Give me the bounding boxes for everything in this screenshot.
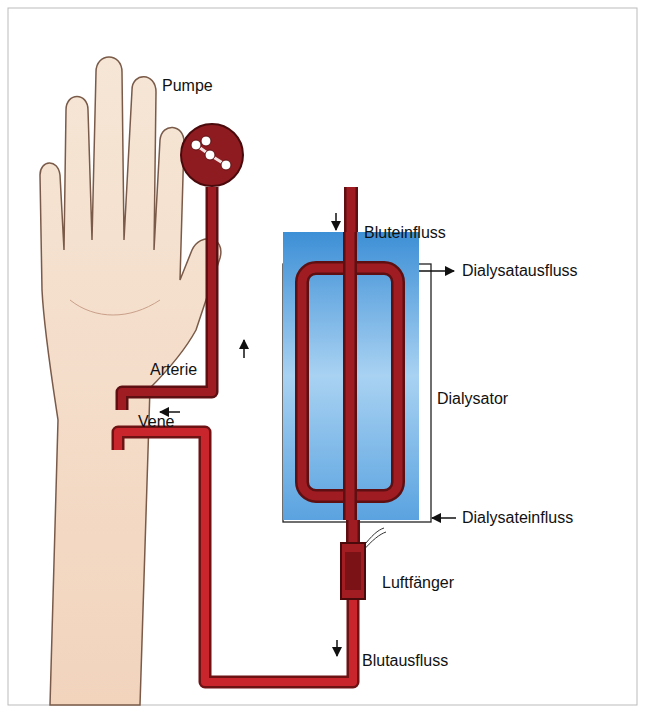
vein-tube	[118, 432, 353, 682]
flow-arrow	[336, 640, 338, 656]
blood-channel	[343, 232, 357, 520]
blood-channel-inner	[346, 232, 355, 520]
flow-label: Dialysateinfluss	[462, 509, 573, 527]
page-frame	[8, 8, 637, 705]
tube-fill	[349, 520, 358, 542]
dialysate-in-arrow	[432, 517, 456, 519]
node-label: Dialysator	[437, 390, 508, 408]
palm-line	[70, 300, 160, 315]
air-trap-box-shape	[340, 542, 366, 600]
blood-tube	[353, 520, 354, 542]
artery-tube-inner	[122, 187, 212, 410]
flow-label: Dialysatausfluss	[462, 262, 578, 280]
flow-arrow	[243, 340, 245, 358]
tube-outline	[346, 520, 360, 542]
flow-arrow	[160, 411, 180, 413]
tube-fill	[347, 187, 356, 232]
dialyser-box: Dialysator	[283, 232, 419, 520]
vessel-label: Arterie	[150, 361, 197, 379]
blood-tube	[351, 187, 352, 232]
air-trap-box: Luftfänger	[340, 542, 366, 600]
node-label: Pumpe	[162, 77, 213, 95]
dialysate-out-arrow	[419, 270, 454, 272]
dialysate-bath	[283, 232, 419, 520]
vein-tube-inner	[118, 432, 353, 682]
artery-tube	[122, 187, 212, 410]
pump-circle: Pumpe	[180, 123, 244, 187]
pump-circle-shape	[180, 123, 244, 187]
flow-label: Bluteinfluss	[364, 224, 446, 242]
flow-arrow	[335, 213, 337, 230]
tube-outline	[344, 187, 358, 232]
flow-label: Blutausfluss	[362, 652, 448, 670]
node-label: Luftfänger	[382, 574, 454, 592]
vessel-label: Vene	[138, 413, 174, 431]
